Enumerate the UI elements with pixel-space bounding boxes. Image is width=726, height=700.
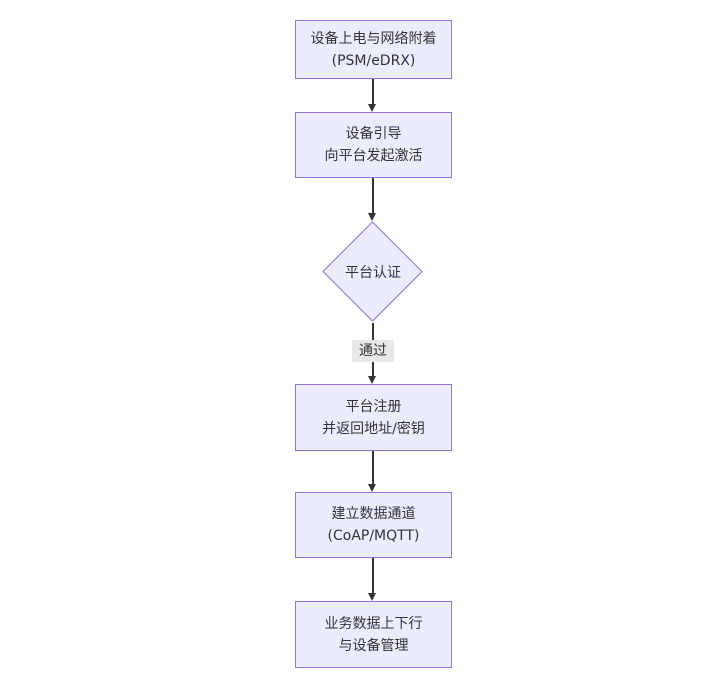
arrowhead-icon (368, 376, 376, 384)
node-business-data: 业务数据上下行 与设备管理 (295, 601, 452, 668)
edge-line (372, 451, 374, 484)
node-label-line: 向平台发起激活 (324, 148, 423, 164)
node-data-channel: 建立数据通道 (CoAP/MQTT) (295, 492, 452, 558)
arrowhead-icon (368, 213, 376, 221)
node-label-line: 设备引导 (345, 126, 402, 142)
node-label-line: 建立数据通道 (331, 506, 416, 522)
node-bootstrap: 设备引导 向平台发起激活 (295, 112, 452, 178)
edge-line (372, 558, 374, 593)
node-label-line: 平台注册 (345, 398, 402, 415)
node-label-line: 并返回地址/密钥 (322, 420, 425, 437)
node-label-line: 平台认证 (345, 265, 401, 281)
node-platform-register: 平台注册 并返回地址/密钥 (295, 384, 452, 451)
edge-label-pass: 通过 (352, 340, 394, 362)
node-label-line: 与设备管理 (338, 637, 409, 654)
edge-line (372, 79, 374, 104)
arrowhead-icon (368, 484, 376, 492)
node-label-line: (CoAP/MQTT) (327, 528, 420, 544)
arrowhead-icon (368, 593, 376, 601)
node-platform-auth-decision: 平台认证 (322, 221, 424, 323)
arrowhead-icon (368, 104, 376, 112)
node-label-line: (PSM/eDRX) (331, 52, 416, 69)
node-label-line: 业务数据上下行 (324, 615, 423, 632)
node-label-line: 设备上电与网络附着 (310, 30, 437, 47)
node-power-network-attach: 设备上电与网络附着 (PSM/eDRX) (295, 20, 452, 79)
edge-line (372, 178, 374, 213)
